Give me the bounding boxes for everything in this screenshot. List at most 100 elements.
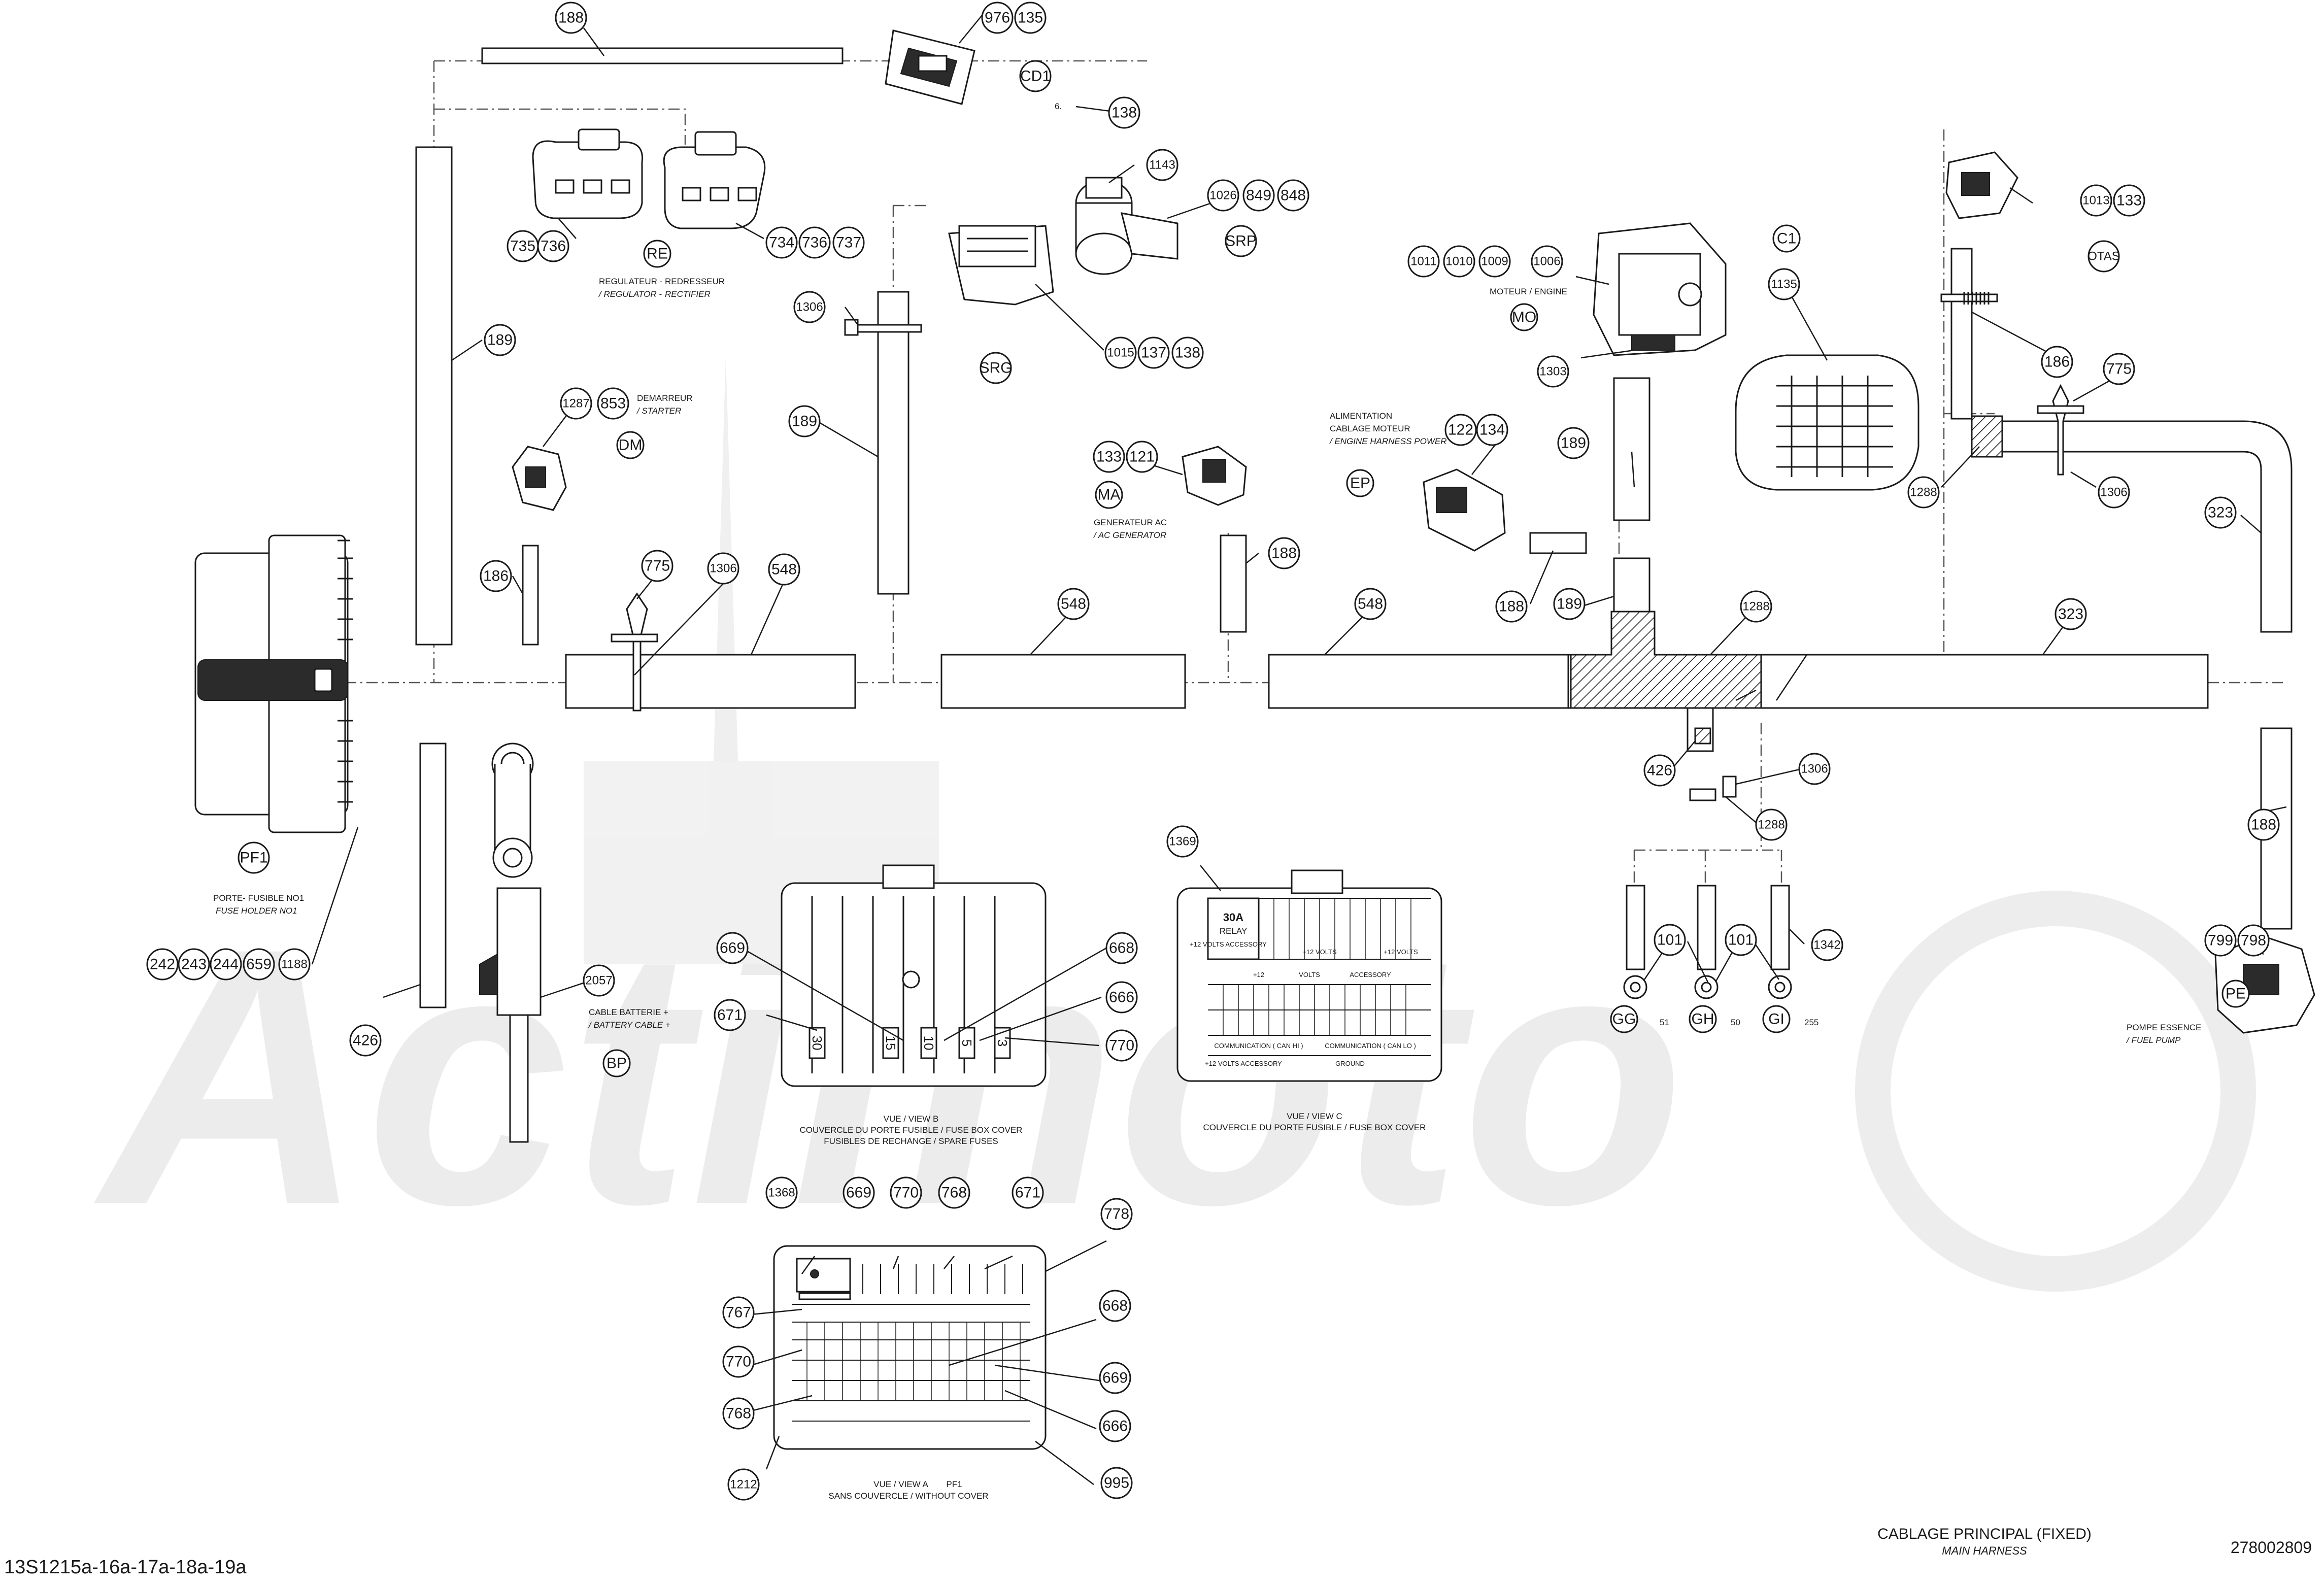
callout-label: 671 bbox=[1015, 1185, 1040, 1201]
comm-hi-label: COMMUNICATION ( CAN HI ) bbox=[1214, 1042, 1303, 1050]
callout-circle bbox=[1137, 336, 1170, 369]
callout-circle bbox=[1553, 588, 1586, 620]
accessory-label: +12 VOLTS ACCESSORY bbox=[1190, 940, 1267, 948]
callout-label: 669 bbox=[1102, 1370, 1128, 1387]
relay-label: 30A bbox=[1223, 911, 1243, 924]
callout-circle bbox=[765, 1176, 798, 1209]
connector-ep bbox=[1423, 468, 1506, 552]
callout-c775a: 775 bbox=[641, 550, 673, 582]
callout-c134: 134 bbox=[1476, 414, 1508, 446]
callout-label: 669 bbox=[846, 1185, 871, 1201]
callout-label: SRG bbox=[979, 360, 1012, 377]
callout-label: 121 bbox=[1129, 449, 1155, 465]
connector-srg bbox=[948, 225, 1054, 306]
callout-circle bbox=[2204, 924, 2237, 957]
callout-circle bbox=[602, 1049, 631, 1077]
callout-circle bbox=[788, 405, 821, 437]
callout-circle bbox=[1725, 924, 1757, 956]
callout-label: 133 bbox=[2116, 192, 2142, 209]
clip-1306-low bbox=[1689, 788, 1716, 801]
tube-188-top bbox=[481, 47, 844, 64]
callout-c188c: 188 bbox=[1495, 590, 1528, 623]
callout-c548c: 548 bbox=[1354, 588, 1387, 620]
callout-circle bbox=[707, 552, 739, 585]
callout-label: 1135 bbox=[1771, 278, 1797, 291]
callout-c101a: 101 bbox=[1654, 924, 1686, 956]
callout-circle bbox=[2054, 598, 2087, 630]
view-b-title: VUE / VIEW B bbox=[884, 1114, 939, 1124]
callout-label: 995 bbox=[1104, 1475, 1129, 1492]
callout-c666a: 666 bbox=[1105, 981, 1138, 1014]
callout-circle bbox=[1100, 1198, 1133, 1230]
callout-circle bbox=[210, 948, 242, 981]
callout-circle bbox=[2221, 980, 2250, 1008]
callout-label: 775 bbox=[2106, 361, 2132, 378]
callout-label: 668 bbox=[1102, 1298, 1128, 1314]
spare-fuse-4-label: 5 bbox=[959, 1039, 974, 1047]
callout-gh: GH bbox=[1689, 1005, 1717, 1033]
callout-bp: BP bbox=[602, 1049, 631, 1077]
callout-circle bbox=[1444, 414, 1477, 446]
callout-c668a: 668 bbox=[1105, 932, 1138, 964]
callout-circle bbox=[1146, 149, 1178, 181]
callout-label: 767 bbox=[726, 1304, 751, 1321]
callout-label: 1368 bbox=[768, 1186, 795, 1200]
callout-circle bbox=[1104, 336, 1137, 369]
callout-circle bbox=[583, 964, 615, 997]
callout-c1010: 1010 bbox=[1443, 245, 1475, 278]
callout-circle bbox=[1510, 303, 1538, 331]
callout-label: 1212 bbox=[730, 1478, 757, 1492]
callout-srp: SRP bbox=[1225, 225, 1257, 257]
callout-label: 1013 bbox=[2082, 194, 2109, 208]
callout-label: 137 bbox=[1141, 345, 1166, 361]
volts-label-1: +12 VOLTS bbox=[1302, 948, 1337, 956]
view-b-subtitle: COUVERCLE DU PORTE FUSIBLE / FUSE BOX CO… bbox=[800, 1125, 1023, 1135]
callout-label: 1011 bbox=[1410, 255, 1437, 268]
callout-c323a: 323 bbox=[2204, 496, 2237, 529]
callout-circle bbox=[1171, 336, 1204, 369]
callout-c778: 778 bbox=[1100, 1198, 1133, 1230]
label-cablage-moteur: CABLAGE MOTEUR bbox=[1330, 424, 1410, 433]
label-redresseur: REDRESSEUR bbox=[665, 277, 725, 286]
callout-c244: 244 bbox=[210, 948, 242, 981]
tube-548-c bbox=[1268, 654, 1572, 709]
barcode-tag bbox=[1940, 293, 1998, 302]
callout-c737: 737 bbox=[832, 226, 865, 259]
callout-label: 1006 bbox=[1533, 255, 1560, 268]
callout-label: 189 bbox=[792, 413, 817, 430]
ground-value-gi: 255 bbox=[1804, 1018, 1818, 1027]
callout-c242: 242 bbox=[146, 948, 179, 981]
tube-189-upper bbox=[1613, 377, 1651, 521]
callout-c799: 799 bbox=[2204, 924, 2237, 957]
callout-label: MO bbox=[1512, 309, 1536, 326]
connector-otas bbox=[1945, 151, 2018, 219]
footer-subtitle: MAIN HARNESS bbox=[1942, 1544, 2027, 1557]
fuse-box-view-a: VUE / VIEW A PF1 SANS COUVERCLE / WITHOU… bbox=[773, 1245, 1047, 1501]
callout-label: 768 bbox=[726, 1405, 751, 1422]
callout-label: PF1 bbox=[240, 850, 267, 866]
callout-c188_top: 188 bbox=[555, 2, 587, 34]
callout-label: 1015 bbox=[1107, 346, 1134, 360]
callout-cd1: CD1 bbox=[1019, 60, 1052, 92]
callout-circle bbox=[1643, 754, 1676, 787]
callout-circle bbox=[1093, 441, 1125, 473]
callout-label: 659 bbox=[246, 956, 272, 973]
callout-c188d: 188 bbox=[2247, 808, 2280, 841]
callout-circle bbox=[537, 230, 569, 262]
callout-c101b: 101 bbox=[1725, 924, 1757, 956]
callout-circle bbox=[484, 324, 516, 356]
battery-cable bbox=[479, 743, 542, 1143]
callout-label: 736 bbox=[541, 238, 566, 255]
callout-circle bbox=[597, 387, 629, 420]
callout-label: 1288 bbox=[1742, 600, 1769, 614]
callout-circle bbox=[1019, 60, 1052, 92]
callout-circle bbox=[2247, 808, 2280, 841]
callout-label: 1369 bbox=[1169, 835, 1196, 849]
callout-label: 134 bbox=[1479, 422, 1505, 439]
callout-c849: 849 bbox=[1242, 179, 1275, 212]
callout-circle bbox=[616, 431, 645, 459]
callout-c1143: 1143 bbox=[1146, 149, 1178, 181]
callout-c775b: 775 bbox=[2103, 353, 2135, 385]
callout-label: 1026 bbox=[1209, 189, 1236, 203]
